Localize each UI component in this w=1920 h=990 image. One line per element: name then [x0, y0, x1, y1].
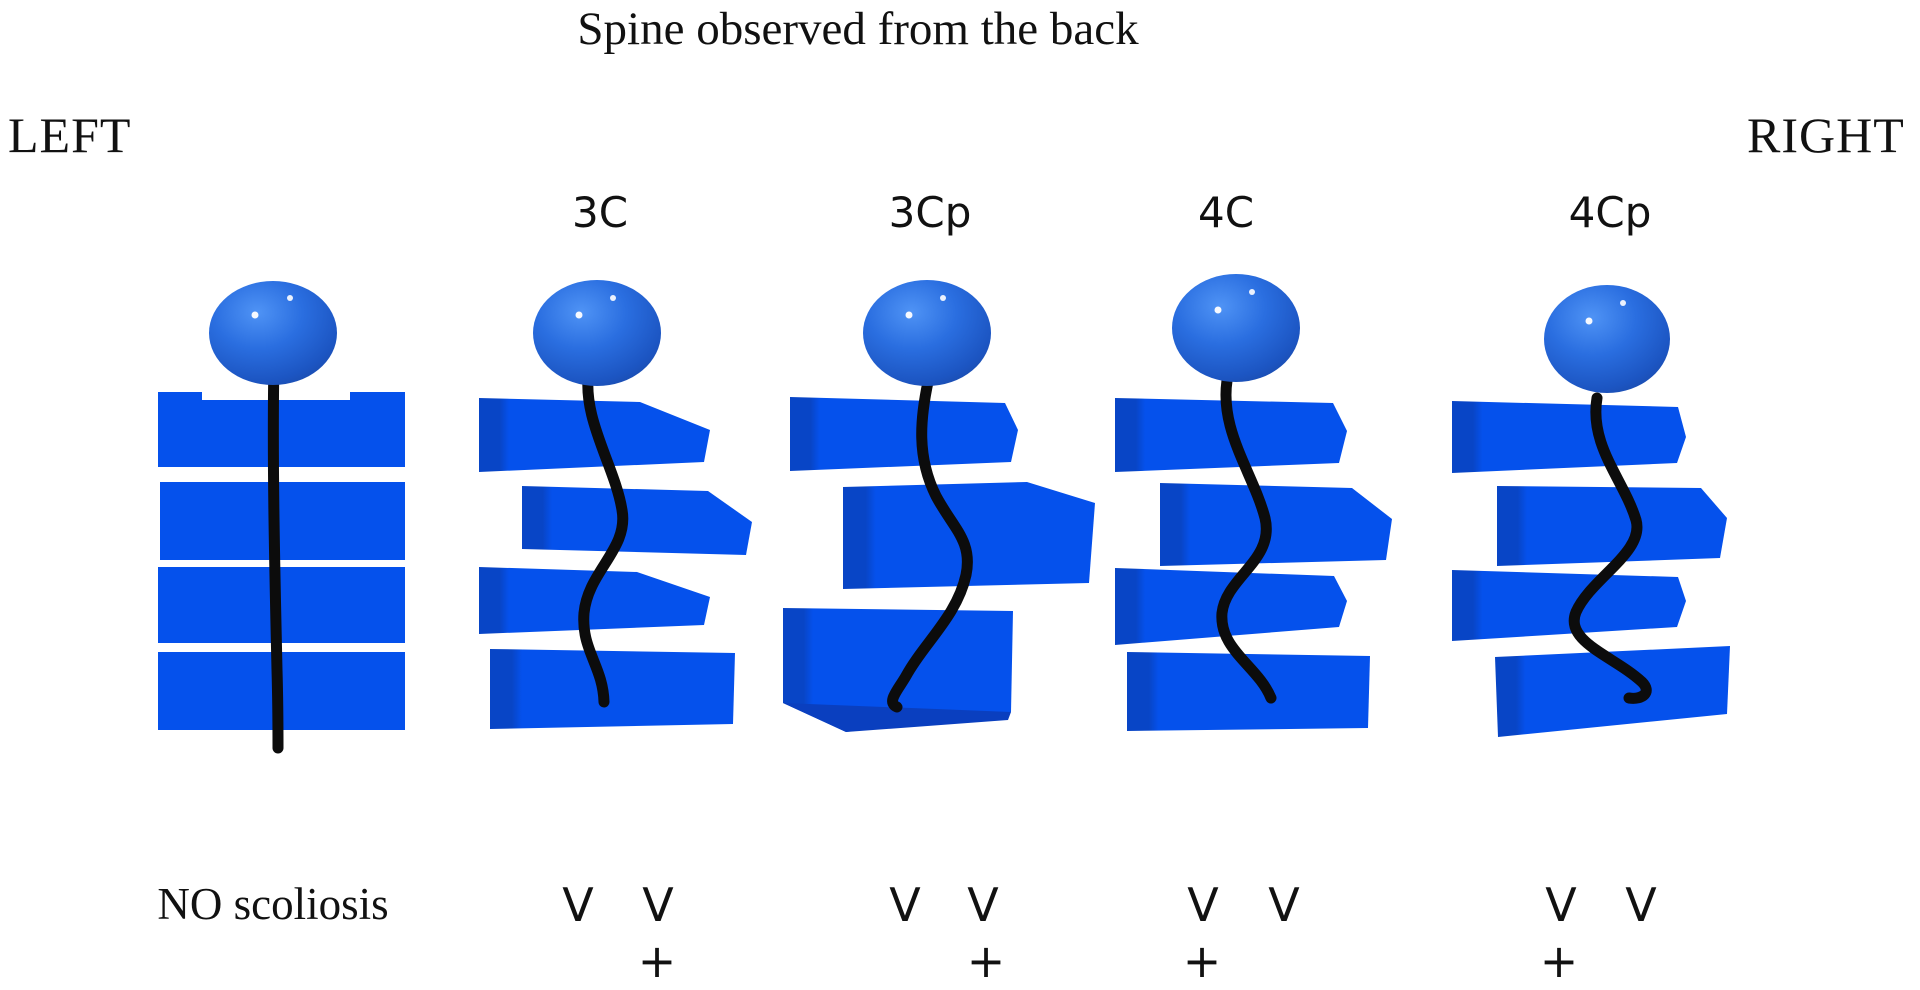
spine-line [887, 367, 973, 713]
vertebra-block-underside [783, 703, 1011, 732]
convexity-mark-left: V [889, 878, 921, 932]
head-sphere [863, 280, 991, 386]
main-curve-plus-mark: + [637, 934, 677, 988]
vertebra-block [1160, 483, 1392, 566]
spine-line [1568, 392, 1652, 704]
vertebra-block [1127, 652, 1370, 731]
convexity-mark-right: V [1625, 878, 1657, 932]
specular-highlight [1249, 289, 1255, 295]
type-label-3cp: 3Cp [888, 188, 972, 237]
vertebra-block [490, 649, 735, 729]
type-label-4c: 4C [1197, 188, 1255, 237]
vertebra-block [158, 567, 405, 643]
orientation-label-right: RIGHT [1747, 107, 1905, 163]
convexity-mark-left: V [562, 878, 594, 932]
vertebra-block [158, 392, 405, 467]
main-curve-plus-mark: + [966, 934, 1006, 988]
caption-no-scoliosis: NO scoliosis [157, 879, 389, 929]
convexity-mark-right: V [642, 878, 674, 932]
orientation-label-left: LEFT [8, 107, 132, 163]
figure-no-scoliosis [158, 281, 405, 754]
vertebra-block [1452, 401, 1686, 473]
vertebra-block [479, 567, 710, 634]
convexity-mark-right: V [967, 878, 999, 932]
specular-highlight [905, 311, 913, 319]
main-curve-plus-mark: + [1182, 934, 1222, 988]
specular-highlight [610, 295, 616, 301]
vertebra-block [790, 397, 1018, 471]
convexity-mark-left: V [1187, 878, 1219, 932]
head-sphere [1544, 285, 1670, 393]
vertebra-block [783, 608, 1013, 732]
vertebra-block [160, 482, 405, 560]
specular-highlight [287, 295, 293, 301]
specular-highlight [1620, 300, 1626, 306]
spine-line [578, 364, 629, 708]
figure-3cp [783, 280, 1095, 732]
vertebra-block [843, 482, 1095, 589]
head-sphere [1172, 274, 1300, 382]
specular-highlight [940, 295, 946, 301]
convexity-mark-right: V [1268, 878, 1300, 932]
spine-line [267, 354, 284, 754]
head-sphere [209, 281, 337, 385]
type-label-3c: 3C [571, 188, 629, 237]
vertebra-block [1495, 646, 1730, 737]
main-curve-plus-mark: + [1539, 934, 1579, 988]
vertebra-block [1497, 486, 1727, 566]
diagram-title: Spine observed from the back [577, 3, 1139, 55]
specular-highlight [575, 311, 583, 319]
vertebra-block [522, 486, 752, 555]
specular-highlight [1214, 306, 1222, 314]
vertebra-block [1115, 568, 1347, 645]
figure-4cp [1452, 285, 1730, 737]
specular-highlight [1585, 317, 1593, 325]
figure-3c [479, 280, 752, 729]
type-label-4cp: 4Cp [1568, 188, 1652, 237]
convexity-mark-left: V [1545, 878, 1577, 932]
vertebra-block [1452, 570, 1686, 641]
head-sphere [533, 280, 661, 386]
spine-line [1216, 369, 1277, 704]
figure-4c [1115, 274, 1392, 731]
specular-highlight [251, 311, 259, 319]
